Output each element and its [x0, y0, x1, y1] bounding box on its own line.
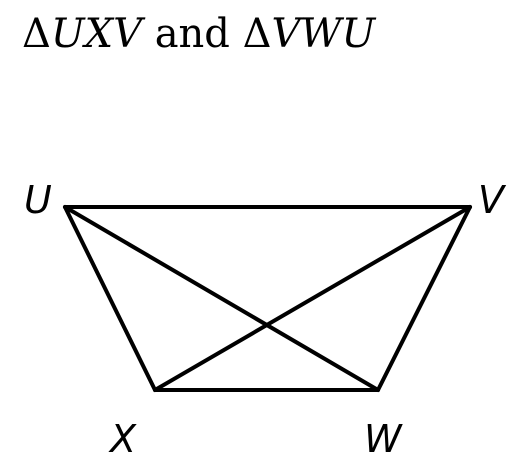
vertex-label-v: V — [478, 178, 507, 222]
diagonal-uw — [63, 205, 380, 392]
triangle-b-name: VWU — [271, 11, 376, 57]
title-conjunction: and — [154, 11, 230, 57]
vertex-label-w: W — [364, 417, 403, 461]
vertex-label-x: X — [108, 417, 137, 461]
diagonal-xv — [153, 205, 472, 392]
delta-symbol-b: Δ — [242, 11, 272, 57]
triangle-a-name: UXV — [50, 11, 142, 57]
problem-title: ΔUXV and ΔVWU — [22, 10, 375, 58]
segment-ux — [63, 205, 157, 392]
segment-vw — [376, 205, 472, 392]
vertex-label-u: U — [24, 178, 52, 222]
delta-symbol-a: Δ — [22, 11, 51, 57]
